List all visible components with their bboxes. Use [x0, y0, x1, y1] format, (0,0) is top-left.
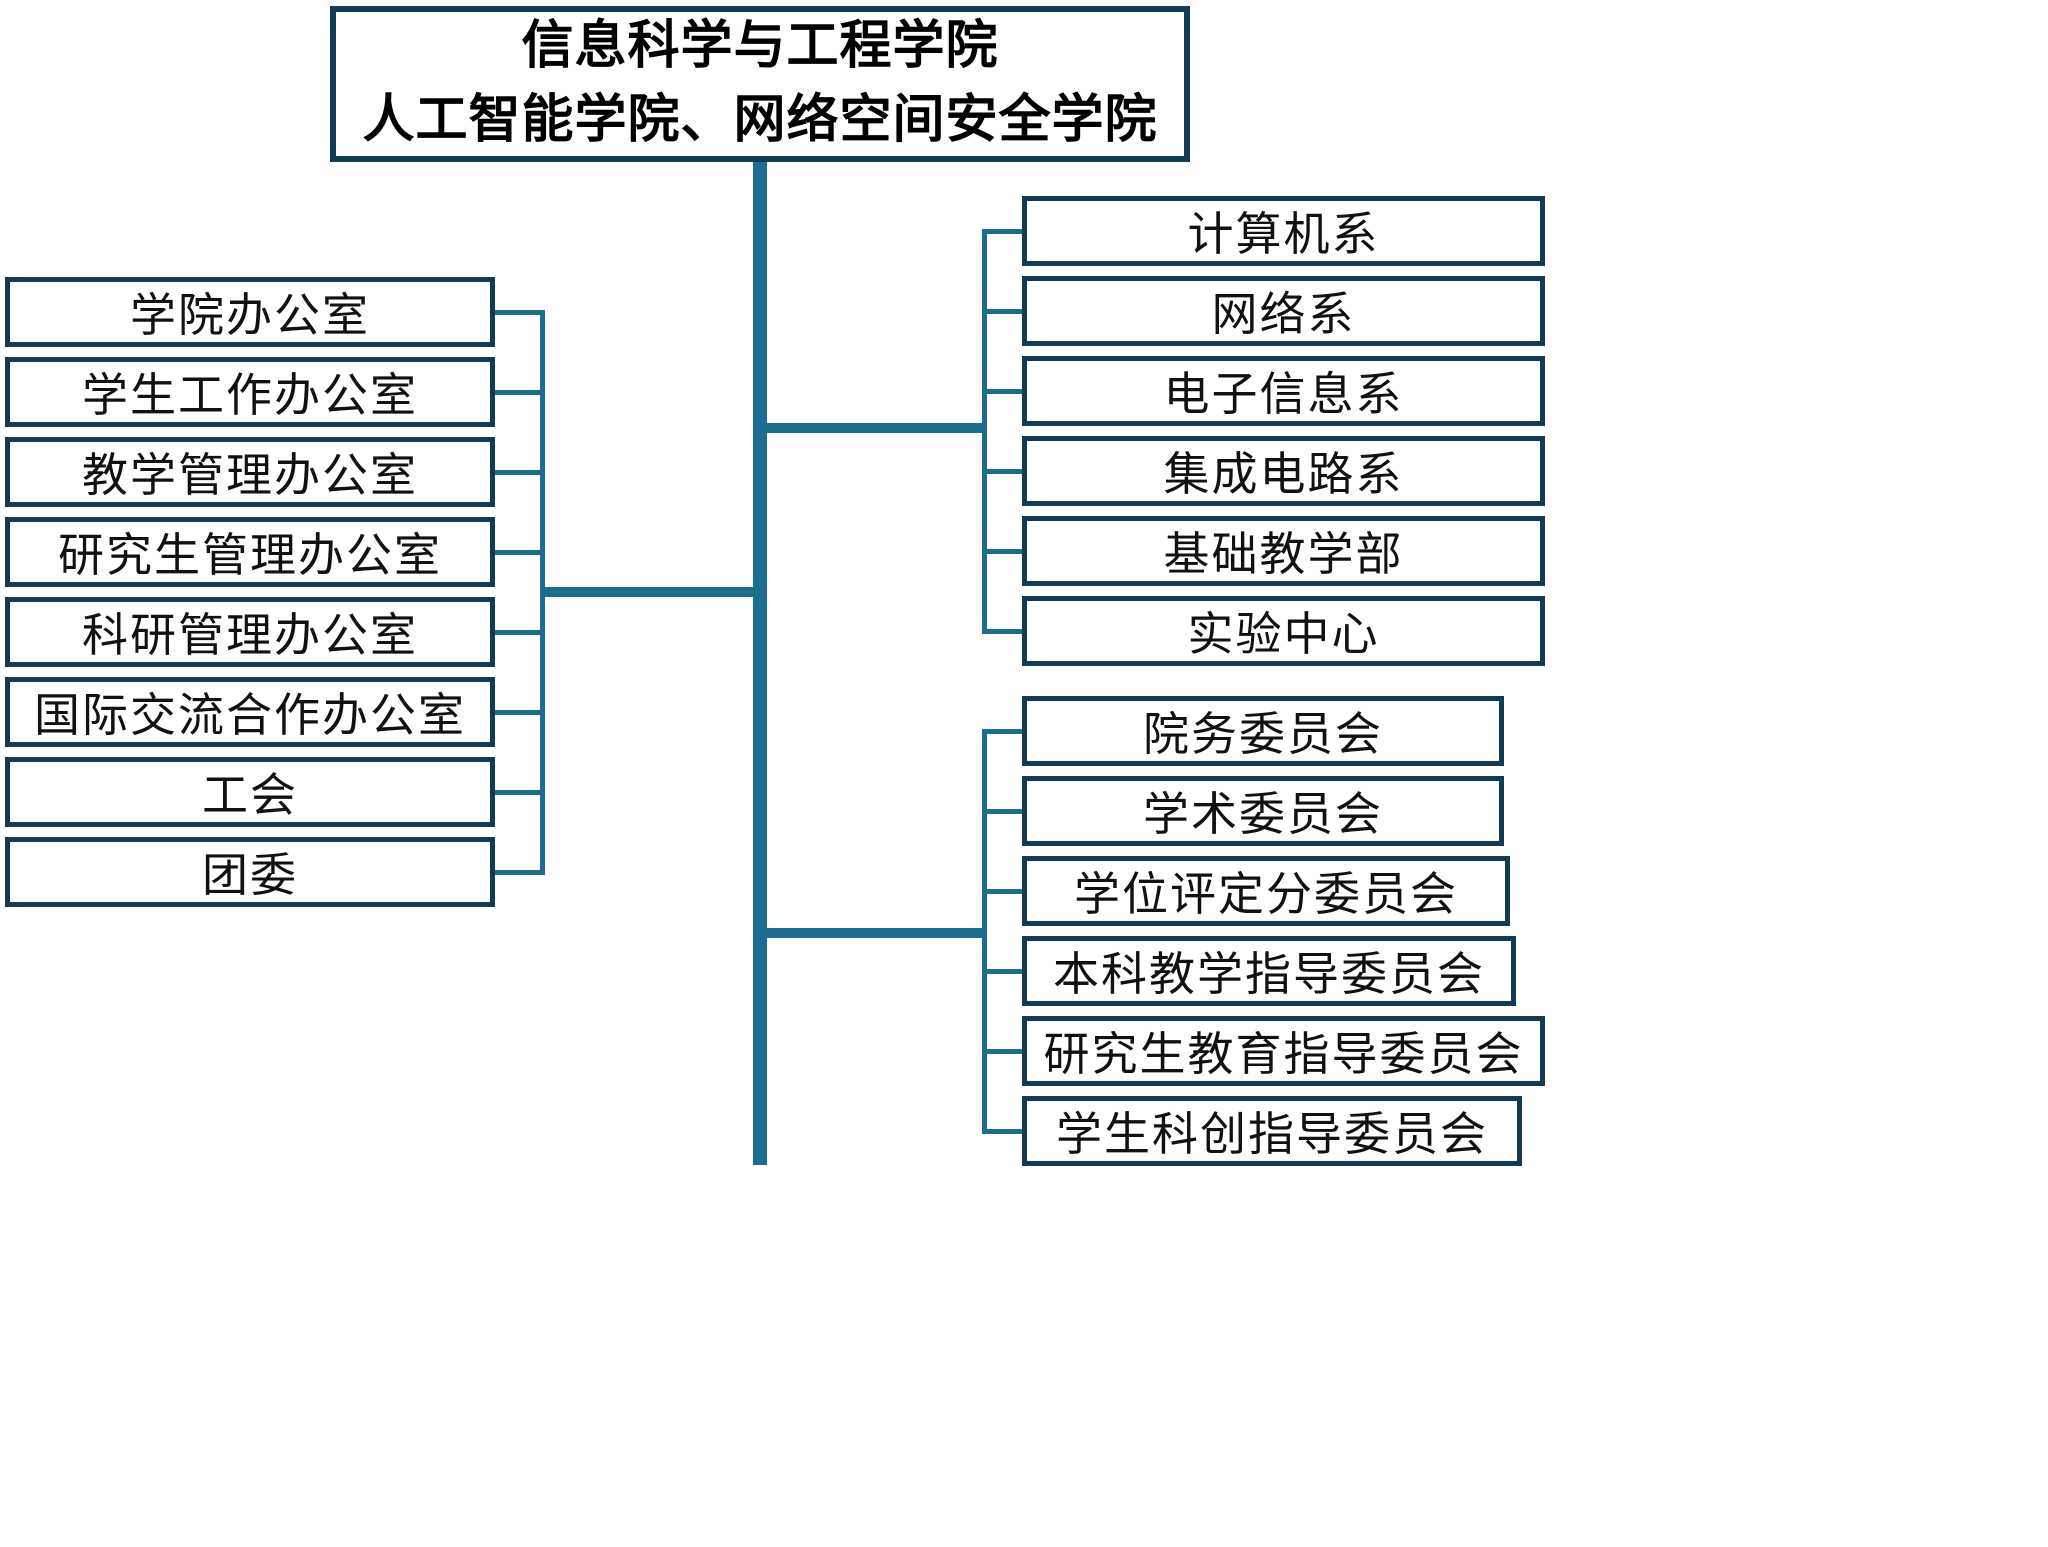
connector-stub: [495, 710, 543, 715]
connector-stub: [984, 729, 1022, 734]
org-node: 实验中心: [1022, 596, 1545, 666]
connector-stub: [495, 310, 543, 315]
connector-stub: [984, 389, 1022, 394]
connector-stub: [984, 309, 1022, 314]
connector-stub: [984, 549, 1022, 554]
org-node: 科研管理办公室: [5, 597, 495, 667]
org-node: 计算机系: [1022, 196, 1545, 266]
connector-stub: [495, 870, 543, 875]
org-node: 工会: [5, 757, 495, 827]
org-node: 国际交流合作办公室: [5, 677, 495, 747]
org-node: 电子信息系: [1022, 356, 1545, 426]
org-node: 教学管理办公室: [5, 437, 495, 507]
right-bottom-branch-line: [760, 928, 986, 938]
org-node: 学位评定分委员会: [1022, 856, 1510, 926]
org-node: 学生科创指导委员会: [1022, 1096, 1522, 1166]
connector-stub: [495, 470, 543, 475]
connector-stub: [984, 1129, 1022, 1134]
org-node: 研究生教育指导委员会: [1022, 1016, 1545, 1086]
org-node: 团委: [5, 837, 495, 907]
org-node: 本科教学指导委员会: [1022, 936, 1516, 1006]
org-node: 集成电路系: [1022, 436, 1545, 506]
root-node: 信息科学与工程学院 人工智能学院、网络空间安全学院: [330, 6, 1190, 162]
title-line-2: 人工智能学院、网络空间安全学院: [362, 90, 1158, 150]
left-group-connector: [540, 310, 545, 875]
connector-stub: [984, 969, 1022, 974]
org-node: 基础教学部: [1022, 516, 1545, 586]
right-top-group-connector: [982, 229, 987, 634]
connector-stub: [495, 790, 543, 795]
org-node: 网络系: [1022, 276, 1545, 346]
left-branch-line: [542, 587, 762, 597]
connector-stub: [984, 469, 1022, 474]
trunk-line: [753, 160, 767, 1165]
org-node: 院务委员会: [1022, 696, 1504, 766]
org-node: 研究生管理办公室: [5, 517, 495, 587]
connector-stub: [495, 390, 543, 395]
right-top-branch-line: [760, 423, 986, 433]
connector-stub: [495, 630, 543, 635]
org-node: 学生工作办公室: [5, 357, 495, 427]
connector-stub: [495, 550, 543, 555]
connector-stub: [984, 1049, 1022, 1054]
right-bottom-group-connector: [982, 729, 987, 1134]
title-line-1: 信息科学与工程学院: [521, 16, 999, 77]
org-node: 学院办公室: [5, 277, 495, 347]
org-node: 学术委员会: [1022, 776, 1504, 846]
connector-stub: [984, 809, 1022, 814]
connector-stub: [984, 229, 1022, 234]
connector-stub: [984, 889, 1022, 894]
connector-stub: [984, 629, 1022, 634]
